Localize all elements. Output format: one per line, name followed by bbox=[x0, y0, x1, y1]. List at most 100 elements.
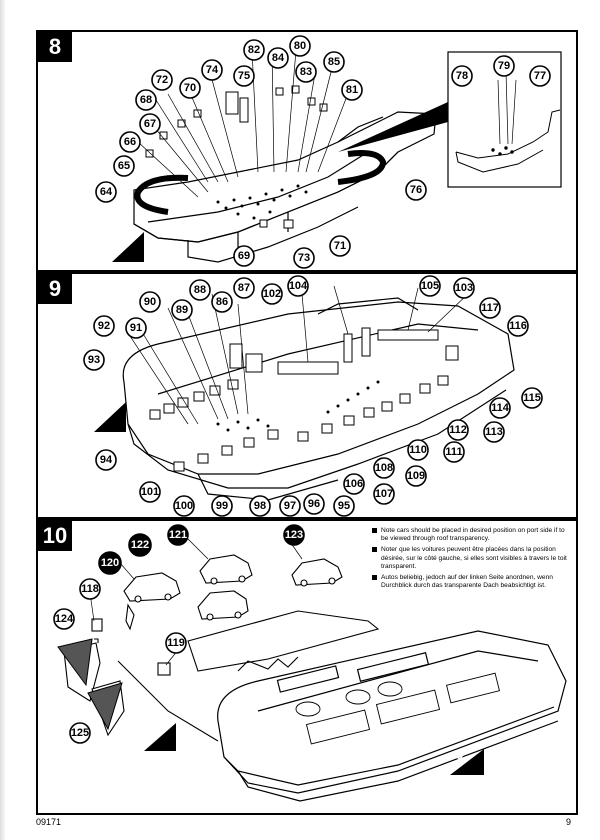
callout: 80 bbox=[289, 35, 311, 57]
svg-text:112: 112 bbox=[449, 424, 467, 436]
svg-text:71: 71 bbox=[334, 240, 346, 252]
svg-text:117: 117 bbox=[481, 302, 499, 314]
part-64 bbox=[134, 174, 189, 215]
callout: 84 bbox=[267, 47, 289, 69]
car-parts bbox=[123, 554, 343, 621]
svg-text:114: 114 bbox=[491, 402, 510, 414]
step-number: 9 bbox=[38, 274, 72, 304]
svg-text:109: 109 bbox=[407, 470, 425, 482]
svg-text:95: 95 bbox=[338, 500, 350, 512]
callout: 64 bbox=[95, 181, 117, 203]
svg-text:69: 69 bbox=[238, 250, 250, 262]
callout: 88 bbox=[189, 279, 211, 301]
step-8-panel: 8 bbox=[36, 30, 578, 272]
svg-text:67: 67 bbox=[144, 118, 156, 130]
svg-text:86: 86 bbox=[216, 296, 228, 308]
callout: 111 bbox=[443, 441, 465, 463]
callout: 68 bbox=[135, 89, 157, 111]
svg-text:123: 123 bbox=[285, 529, 303, 541]
callout: 115 bbox=[521, 387, 543, 409]
svg-text:99: 99 bbox=[216, 500, 228, 512]
callout: 100 bbox=[173, 495, 195, 517]
callout: 92 bbox=[93, 315, 115, 337]
callout: 69 bbox=[233, 245, 255, 267]
callout: 104 bbox=[287, 275, 309, 297]
bullet-icon bbox=[372, 528, 377, 533]
callout: 85 bbox=[323, 51, 345, 73]
svg-text:68: 68 bbox=[140, 94, 152, 106]
svg-text:122: 122 bbox=[131, 539, 149, 551]
svg-text:91: 91 bbox=[130, 322, 142, 334]
step-10-panel: 10 bbox=[36, 519, 578, 815]
callout: 117 bbox=[479, 297, 501, 319]
callout: 103 bbox=[453, 277, 475, 299]
reference-triangle-7: 7 bbox=[112, 232, 144, 262]
callout: 101 bbox=[139, 481, 161, 503]
note-german: Autos beliebig, jedoch auf der linken Se… bbox=[372, 574, 570, 590]
callout: 118 bbox=[79, 578, 101, 600]
svg-text:88: 88 bbox=[194, 284, 206, 296]
svg-text:9: 9 bbox=[150, 723, 157, 738]
svg-text:78: 78 bbox=[456, 70, 468, 82]
svg-text:7: 7 bbox=[118, 234, 125, 249]
hull-side-line bbox=[117, 660, 219, 742]
callout-dark: 123 bbox=[283, 524, 305, 546]
svg-text:84: 84 bbox=[272, 52, 285, 64]
callout: 72 bbox=[151, 69, 173, 91]
reference-triangle-8: 8 bbox=[94, 402, 126, 432]
svg-text:85: 85 bbox=[328, 56, 340, 68]
svg-text:97: 97 bbox=[284, 500, 296, 512]
callout: 75 bbox=[233, 65, 255, 87]
callout-dark: 121 bbox=[167, 524, 189, 546]
step-8-drawing: 7 82 84 80 72 70 74 75 83 85 68 81 67 66… bbox=[95, 35, 562, 269]
interior-seats bbox=[295, 672, 500, 745]
svg-text:101: 101 bbox=[141, 486, 159, 498]
callout: 108 bbox=[373, 457, 395, 479]
callout: 97 bbox=[279, 495, 301, 517]
seat-parts bbox=[149, 327, 459, 472]
step-number: 10 bbox=[38, 521, 72, 551]
svg-text:113: 113 bbox=[485, 426, 503, 438]
note-french: Noter que les voitures peuvent être plac… bbox=[372, 546, 570, 571]
svg-text:65: 65 bbox=[118, 160, 130, 172]
callout: 109 bbox=[405, 465, 427, 487]
product-code: 09171 bbox=[36, 817, 62, 827]
note-text: Autos beliebig, jedoch auf der linken Se… bbox=[381, 574, 553, 590]
inset-drawing bbox=[455, 109, 561, 173]
callout-dark: 122 bbox=[128, 533, 152, 557]
callout: 124 bbox=[53, 608, 75, 630]
callout: 95 bbox=[333, 495, 355, 517]
callout: 65 bbox=[113, 155, 135, 177]
reference-triangle-9b: 9 bbox=[450, 747, 484, 775]
step-number: 8 bbox=[38, 32, 72, 62]
callout: 94 bbox=[95, 449, 117, 471]
scan-edge bbox=[0, 0, 6, 840]
callout: 70 bbox=[179, 77, 201, 99]
callout: 125 bbox=[69, 722, 91, 744]
callout: 99 bbox=[211, 495, 233, 517]
svg-text:72: 72 bbox=[156, 74, 168, 86]
svg-text:66: 66 bbox=[124, 136, 136, 148]
bullet-icon bbox=[372, 575, 377, 581]
small-parts bbox=[145, 85, 328, 229]
reference-triangle-9a: 9 bbox=[144, 723, 176, 751]
svg-text:93: 93 bbox=[88, 354, 100, 366]
svg-text:94: 94 bbox=[100, 454, 113, 466]
roof-piece bbox=[187, 610, 380, 672]
inset-callout: 79 bbox=[493, 55, 515, 77]
callout: 82 bbox=[243, 39, 265, 61]
svg-text:74: 74 bbox=[206, 64, 219, 76]
svg-text:119: 119 bbox=[167, 637, 185, 649]
callout: 86 bbox=[211, 291, 233, 313]
hull-holes bbox=[216, 184, 308, 220]
callout: 112 bbox=[447, 419, 469, 441]
svg-text:89: 89 bbox=[176, 304, 188, 316]
callout: 76 bbox=[405, 179, 427, 201]
callout: 67 bbox=[139, 113, 161, 135]
callout: 107 bbox=[373, 483, 395, 505]
svg-text:70: 70 bbox=[184, 82, 196, 94]
callout: 93 bbox=[83, 349, 105, 371]
notes: Note cars should be placed in desired po… bbox=[372, 527, 570, 593]
callout: 116 bbox=[507, 315, 529, 337]
inset-pointer bbox=[338, 102, 448, 152]
